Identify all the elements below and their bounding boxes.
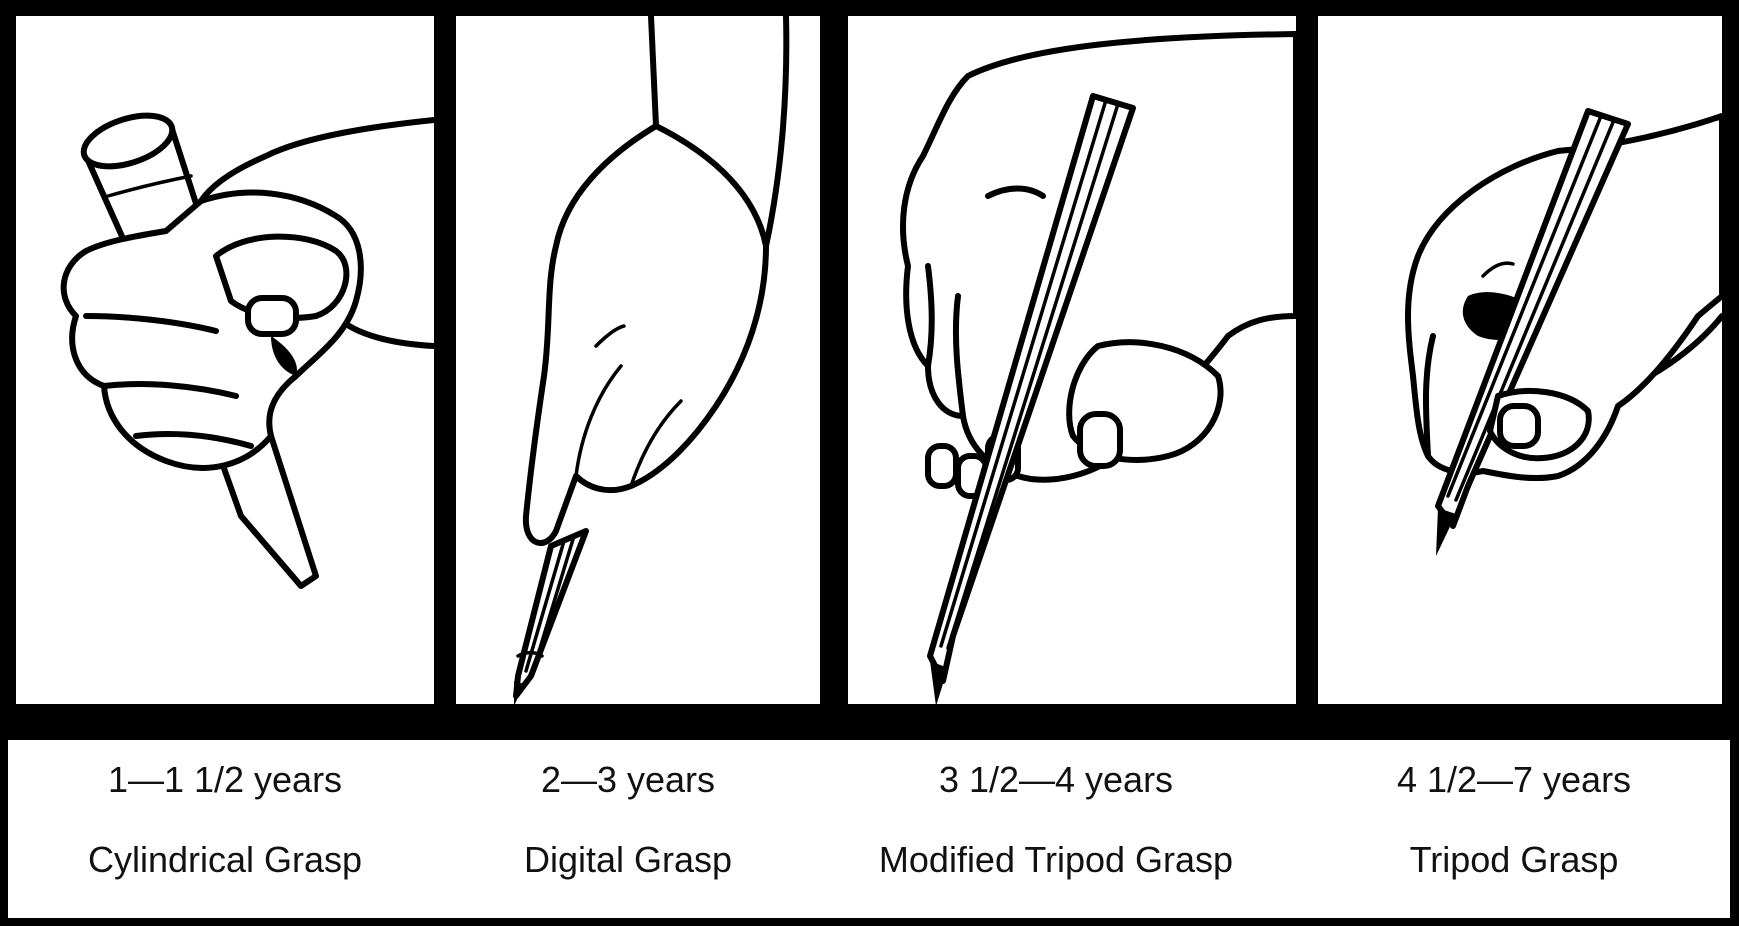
hand-holding-pencil-four-fingers-icon <box>848 16 1296 704</box>
grasp-name: Digital Grasp <box>442 838 814 882</box>
grasp-name: Tripod Grasp <box>1298 838 1730 882</box>
hand-holding-pencil-pronated-icon <box>456 16 820 704</box>
grasp-name: Cylindrical Grasp <box>8 838 442 882</box>
hand-holding-pencil-tripod-icon <box>1318 16 1722 704</box>
age-range: 3 1/2—4 years <box>814 758 1298 802</box>
grasp-name: Modified Tripod Grasp <box>814 838 1298 882</box>
illustration-cylindrical-grasp <box>16 16 434 704</box>
age-range: 4 1/2—7 years <box>1298 758 1730 802</box>
stage-caption-2: 2—3 years Digital Grasp <box>442 740 814 918</box>
illustration-tripod-grasp <box>1318 16 1722 704</box>
age-range: 2—3 years <box>442 758 814 802</box>
illustration-digital-grasp <box>456 16 820 704</box>
hand-holding-crayon-fist-icon <box>16 16 434 704</box>
stage-caption-4: 4 1/2—7 years Tripod Grasp <box>1298 740 1730 918</box>
caption-bar: 1—1 1/2 years Cylindrical Grasp 2—3 year… <box>8 740 1730 918</box>
stage-caption-1: 1—1 1/2 years Cylindrical Grasp <box>8 740 442 918</box>
stage-caption-3: 3 1/2—4 years Modified Tripod Grasp <box>814 740 1298 918</box>
illustration-modified-tripod-grasp <box>848 16 1296 704</box>
age-range: 1—1 1/2 years <box>8 758 442 802</box>
